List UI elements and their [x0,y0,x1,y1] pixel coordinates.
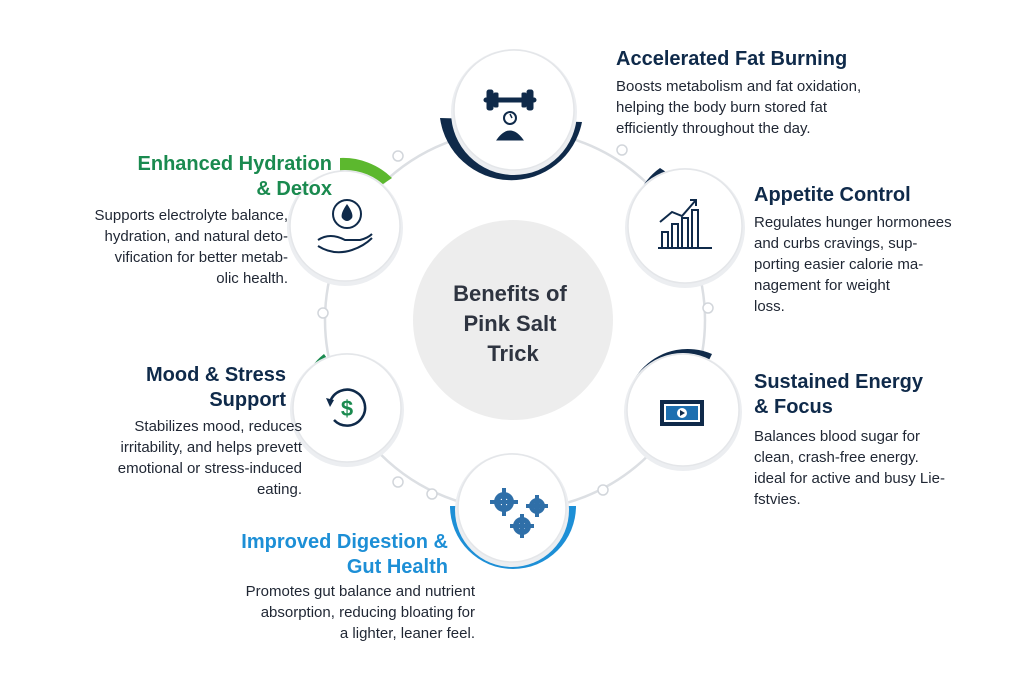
node-hydration [287,157,403,286]
benefit-description-line: Balances blood sugar for [754,428,920,445]
center-title-line: Trick [487,341,539,366]
node-circle-hydration [289,170,401,282]
benefit-title-line: Mood & Stress [145,364,286,386]
svg-text:$: $ [341,396,353,421]
center-title-line: Benefits of [453,281,567,306]
benefit-title-line: Accelerated Fat Burning [616,48,848,70]
benefit-digestion: Improved Digestion & Gut Health [180,530,448,580]
ring-dot [597,484,609,496]
node-fat-burning [440,49,582,181]
dollar-cycle-icon: $ [326,388,367,427]
node-digestion [450,453,576,569]
benefit-hydration: Enhanced Hydration & Detox [40,152,332,202]
benefit-description-line: Promotes gut balance and nutrient [245,583,475,600]
benefit-description-line: eating. [256,481,302,498]
benefit-description-line: Stabilizes mood, reduces [134,418,302,435]
benefit-description-line: olic health. [216,270,288,287]
benefit-description-line: Boosts metabolism and fat oxidation, [616,78,862,95]
benefit-title-line: Sustained Energy [754,371,923,393]
ring-dots [317,144,714,500]
benefit-description: Boosts metabolism and fat oxidation, hel… [616,76,956,139]
benefit-title-line: Gut Health [346,556,448,578]
benefit-title: Improved Digestion & Gut Health [180,530,448,580]
benefit-description-line: nagement for weight [754,277,890,294]
benefit-description-line: and curbs cravings, sup- [754,235,918,252]
benefit-mood-stress-description: Stabilizes mood, reduces irritability, a… [20,416,302,500]
benefit-description: Supports electrolyte balance, hydration,… [20,205,288,289]
benefit-description-line: porting easier calorie ma- [754,256,924,273]
benefit-description-line: Regulates hunger hormonees [754,214,952,231]
node-circle-fat-burning [453,49,575,171]
benefit-appetite-control: Appetite Control Regulates hunger hormon… [754,183,1014,317]
benefit-description-line: hydration, and natural deto- [104,228,288,245]
node-mood-stress: $ [290,353,404,467]
bar-chart-icon [658,199,712,249]
benefit-description-line: efficiently throughout the day. [616,120,811,137]
benefit-title: Mood & Stress Support [20,363,286,413]
dumbbell-person-icon [483,89,537,141]
ring-dot [392,150,404,162]
benefit-title: Appetite Control [754,183,1014,208]
node-appetite-control [625,168,745,288]
benefit-description-line: irritability, and helps prevett [120,439,302,456]
benefit-description-line: vification for better metab- [114,249,288,266]
benefit-description-line: helping the body burn stored fat [616,99,827,116]
benefit-description-line: ideal for active and busy Lie- [754,470,945,487]
benefit-description: Stabilizes mood, reduces irritability, a… [20,416,302,500]
benefit-description: Regulates hunger hormonees and curbs cra… [754,212,1014,317]
benefit-description-line: fstvies. [754,491,801,508]
center-title: Benefits of Pink Salt Trick [453,281,573,366]
benefit-title-line: Improved Digestion & [241,531,448,553]
ring-dot [392,476,404,488]
benefit-mood-stress: Mood & Stress Support [20,363,286,413]
ring-dot [317,307,329,319]
benefit-energy-focus: Sustained Energy & Focus Balances blood … [754,370,1014,510]
benefit-title: Enhanced Hydration & Detox [40,152,332,202]
node-circle-appetite-control [627,168,743,284]
benefit-title-line: & Detox [256,178,332,200]
benefit-title-line: Support [209,389,286,411]
benefit-description-line: absorption, reducing bloating for [260,604,475,621]
benefit-title: Sustained Energy & Focus [754,370,1014,420]
benefit-description: Promotes gut balance and nutrient absorp… [180,581,475,644]
accent-arc-hydration [340,157,392,186]
ring-dot [426,488,438,500]
benefit-title-line: Enhanced Hydration [137,153,332,175]
ring-dot [616,144,628,156]
benefit-description-line: loss. [754,298,785,315]
ring-dot [702,302,714,314]
benefit-title-line: Appetite Control [754,184,911,206]
benefit-description-line: Supports electrolyte balance, [94,207,288,224]
benefit-description: Balances blood sugar for clean, crash-fr… [754,426,1014,510]
benefit-digestion-description: Promotes gut balance and nutrient absorp… [180,581,475,644]
benefit-hydration-description: Supports electrolyte balance, hydration,… [20,205,288,289]
center-title-line: Pink Salt [463,311,557,336]
benefit-title: Accelerated Fat Burning [616,47,956,72]
benefit-description-line: clean, crash-free energy. [754,449,919,466]
benefit-title-line: & Focus [754,396,833,418]
benefit-description-line: emotional or stress-induced [117,460,302,477]
benefit-fat-burning: Accelerated Fat Burning Boosts metabolis… [616,47,956,139]
gears-icon [490,488,548,538]
water-drop-hand-icon [317,199,373,254]
center-circle [413,220,613,420]
node-energy-focus [624,348,742,471]
monitor-play-icon [660,400,704,426]
node-circle-mood-stress [292,353,402,463]
benefit-description-line: a lighter, leaner feel. [339,625,475,642]
